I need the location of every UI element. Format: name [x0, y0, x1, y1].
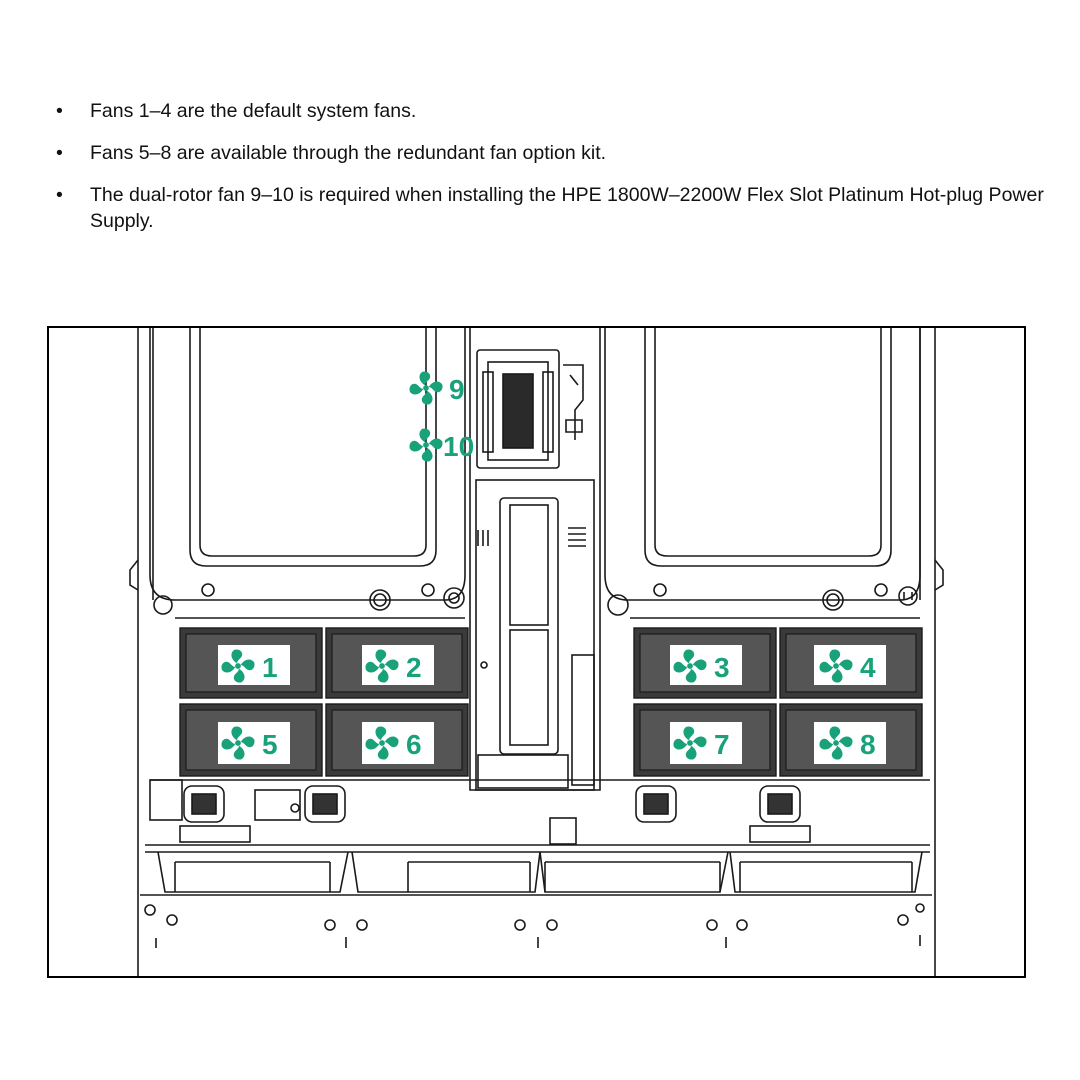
right-drive-cage — [604, 328, 921, 601]
fan-label-8: 8 — [860, 729, 876, 760]
bullet-text: Fans 1–4 are the default system fans. — [90, 100, 417, 122]
fan-label-2: 2 — [406, 652, 422, 683]
bullet-marker: • — [56, 100, 63, 122]
fan-label-3: 3 — [714, 652, 730, 683]
fan-label-9: 9 — [449, 374, 465, 405]
fan-labels: 1 2 3 4 5 6 7 8 9 10 — [221, 371, 876, 760]
fan-label-4: 4 — [860, 652, 876, 683]
fan-notes-list: • Fans 1–4 are the default system fans. … — [56, 98, 1046, 250]
fan-connectors — [149, 779, 811, 845]
fan-label-10: 10 — [443, 431, 474, 462]
bullet-marker: • — [56, 184, 63, 206]
fan-icon — [409, 428, 443, 462]
power-supply-bays — [157, 851, 923, 893]
fan-label-7: 7 — [714, 729, 730, 760]
fan-label-6: 6 — [406, 729, 422, 760]
fan-label-5: 5 — [262, 729, 278, 760]
front-panel-screws — [144, 903, 925, 948]
bullet-text: The dual-rotor fan 9–10 is required when… — [90, 184, 1044, 232]
fan-module-7 — [633, 703, 777, 777]
fan-icon — [409, 371, 443, 405]
left-drive-cage — [149, 328, 466, 601]
bullet-fans-1-4: • Fans 1–4 are the default system fans. — [56, 98, 1046, 124]
bullet-marker: • — [56, 142, 63, 164]
bullet-fans-9-10: • The dual-rotor fan 9–10 is required wh… — [56, 182, 1046, 234]
bullet-fans-5-8: • Fans 5–8 are available through the red… — [56, 140, 1046, 166]
fan-9-10-housing — [476, 349, 560, 469]
bullet-text: Fans 5–8 are available through the redun… — [90, 142, 607, 164]
figure-frame — [47, 326, 1026, 978]
fan-label-1: 1 — [262, 652, 278, 683]
